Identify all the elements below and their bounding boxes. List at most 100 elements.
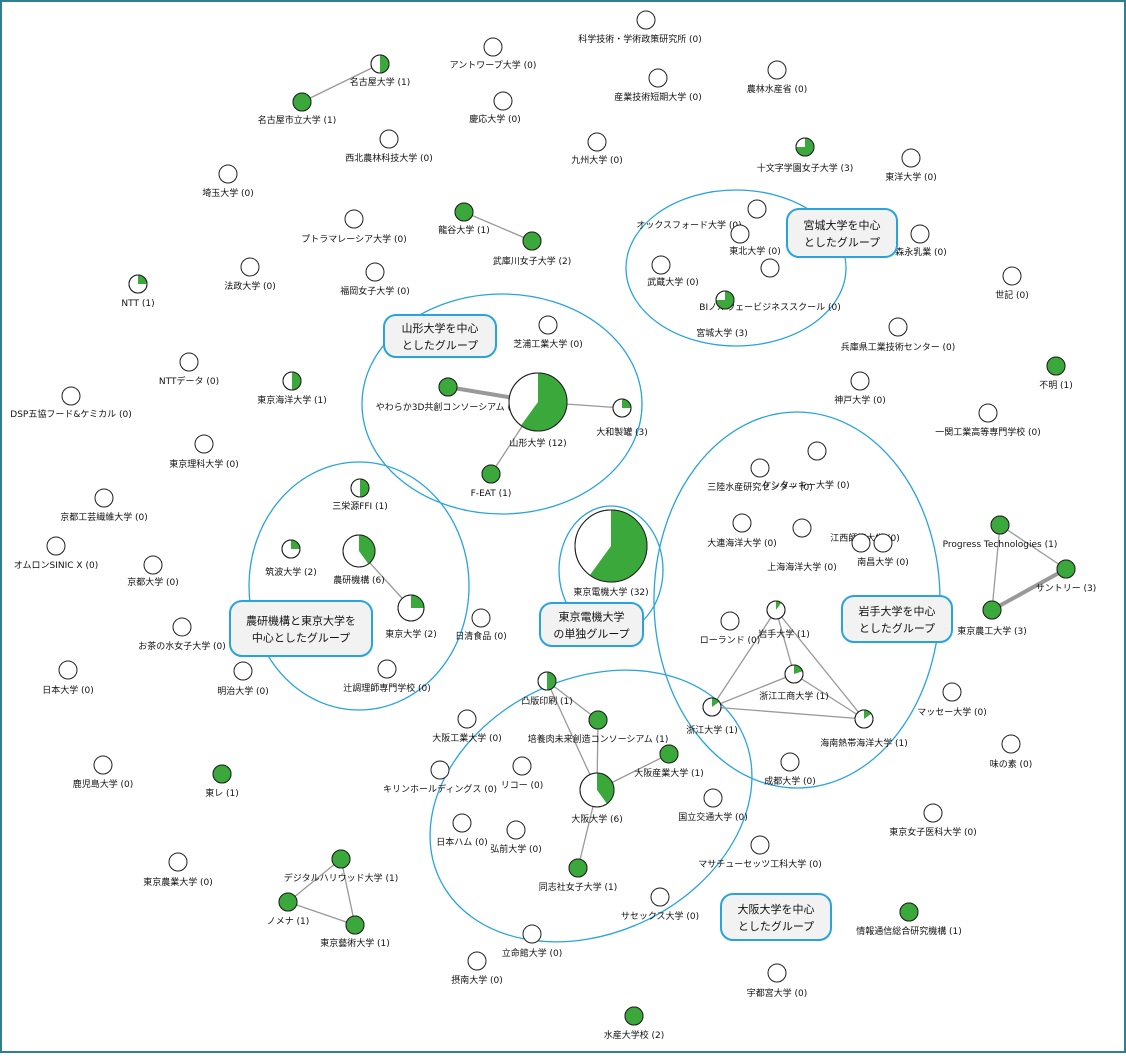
node-seiki[interactable]: 世記 (0) xyxy=(995,266,1029,301)
node-kentucky[interactable]: ケンタッキー大学 (0) xyxy=(762,441,850,491)
node-tsuji[interactable]: 辻調理師専門学校 (0) xyxy=(343,659,431,694)
node-hirosaki[interactable]: 弘前大学 (0) xyxy=(490,820,542,855)
node-kobe[interactable]: 神戸大学 (0) xyxy=(834,371,886,406)
node-ochanomizu[interactable]: お茶の水女子大学 (0) xyxy=(138,617,226,652)
node-setsunan[interactable]: 摂南大学 (0) xyxy=(451,951,503,986)
node-outline xyxy=(702,697,722,717)
node-omron[interactable]: オムロンSINIC X (0) xyxy=(14,536,98,571)
node-suntory[interactable]: サントリー (3) xyxy=(1036,559,1097,594)
node-saitama[interactable]: 埼玉大学 (0) xyxy=(202,164,254,199)
node-mit[interactable]: マサチューセッツ工科大学 (0) xyxy=(698,835,822,870)
node-kokuritsu[interactable]: 国立交通大学 (0) xyxy=(678,788,748,823)
node-kyoto[interactable]: 京都大学 (0) xyxy=(127,555,179,588)
node-sanriku[interactable]: 三陸水産研究センター (0) xyxy=(707,458,813,493)
node-nihon[interactable]: 日本大学 (0) xyxy=(42,660,94,696)
node-rika[interactable]: 東京理科大学 (0) xyxy=(169,434,239,470)
node-progress[interactable]: Progress Technologies (1) xyxy=(943,515,1058,550)
node-circle xyxy=(760,258,780,278)
node-nagoyashi[interactable]: 名古屋市立大学 (1) xyxy=(258,92,337,126)
node-roland[interactable]: ローランド (0) xyxy=(700,611,761,646)
node-yamagata[interactable]: 山形大学 (12) xyxy=(508,372,568,449)
node-feat[interactable]: F-EAT (1) xyxy=(471,464,512,499)
node-ricoh[interactable]: リコー (0) xyxy=(501,756,544,791)
node-ritsumei[interactable]: 立命館大学 (0) xyxy=(502,924,563,959)
node-osaka_kogyo[interactable]: 大阪工業大学 (0) xyxy=(432,709,502,744)
node-utsunomiya[interactable]: 宇都宮大学 (0) xyxy=(747,963,808,999)
node-dalian[interactable]: 大連海洋大学 (0) xyxy=(707,513,777,549)
node-kaiyo[interactable]: 東京海洋大学 (1) xyxy=(257,371,327,406)
node-tokyo[interactable]: 東京大学 (2) xyxy=(385,594,437,640)
node-keio[interactable]: 慶応大学 (0) xyxy=(469,91,521,125)
node-noken[interactable]: 農研機構 (6) xyxy=(333,534,385,586)
node-label: 西北農林科技大学 (0) xyxy=(345,152,433,164)
node-fukuoka[interactable]: 福岡女子大学 (0) xyxy=(340,262,410,297)
node-tohoku[interactable]: 東北大学 (0) xyxy=(729,224,781,257)
node-doshisha[interactable]: 同志社女子大学 (1) xyxy=(539,858,618,893)
node-morinaga[interactable]: 森永乳業 (0) xyxy=(895,224,947,258)
node-dsp[interactable]: DSP五協フード&ケミカル (0) xyxy=(10,386,132,420)
node-digital[interactable]: デジタルハリウッド大学 (1) xyxy=(284,849,398,884)
edge-digital-nomena xyxy=(287,858,342,903)
node-hosei[interactable]: 法政大学 (0) xyxy=(224,257,276,292)
node-yawaraka[interactable]: やわらか3D共創コンソーシアム (2) xyxy=(376,377,520,413)
node-yamato[interactable]: 大和製罐 (3) xyxy=(596,398,648,438)
node-toyo[interactable]: 東洋大学 (0) xyxy=(885,148,937,183)
node-antwerp[interactable]: アントワープ大学 (0) xyxy=(450,37,537,71)
node-noko[interactable]: 東京農工大学 (3) xyxy=(957,600,1027,637)
node-nanchang[interactable]: 南昌大学 (0) xyxy=(857,533,909,568)
node-joshi_ika[interactable]: 東京女子医科大学 (0) xyxy=(889,803,977,838)
node-tsukuba[interactable]: 筑波大学 (2) xyxy=(265,539,317,578)
node-outline xyxy=(795,137,815,157)
node-nippon_ham[interactable]: 日本ハム (0) xyxy=(436,813,488,848)
node-label: マサチューセッツ工科大学 (0) xyxy=(698,858,822,870)
node-hyogo[interactable]: 兵庫県工業技術センター (0) xyxy=(841,317,956,353)
node-ntt[interactable]: NTT (1) xyxy=(121,274,155,309)
node-oxford[interactable]: オックスフォード大学 (0) xyxy=(636,199,767,231)
node-kagaku[interactable]: 科学技術・学術政策研究所 (0) xyxy=(578,10,702,45)
node-nogyo[interactable]: 東京農業大学 (0) xyxy=(143,852,213,888)
node-sanei[interactable]: 三栄源FFI (1) xyxy=(332,478,388,512)
node-fumei[interactable]: 不明 (1) xyxy=(1039,356,1073,391)
node-nissin[interactable]: 日清食品 (0) xyxy=(455,608,507,642)
node-osaka_sangyo[interactable]: 大阪産業大学 (1) xyxy=(634,744,704,779)
node-seito[interactable]: 成都大学 (0) xyxy=(764,752,816,787)
node-label: 神戸大学 (0) xyxy=(834,394,886,406)
node-iwate[interactable]: 岩手大学 (1) xyxy=(758,600,810,640)
node-meiji[interactable]: 明治大学 (0) xyxy=(217,661,269,697)
node-baiyou[interactable]: 培養肉未来創造コンソーシアム (1) xyxy=(528,710,669,745)
node-putra[interactable]: プトラマレーシア大学 (0) xyxy=(301,209,407,245)
node-kyushu[interactable]: 九州大学 (0) xyxy=(571,132,623,166)
node-masse[interactable]: マッセー大学 (0) xyxy=(917,682,987,718)
node-toppan[interactable]: 凸版印刷 (1) xyxy=(521,671,573,707)
node-denki[interactable]: 東京電機大学 (32) xyxy=(573,509,649,598)
node-ichinoseki[interactable]: 一関工業高等専門学校 (0) xyxy=(935,403,1041,438)
node-jumonji[interactable]: 十文字学園女子大学 (3) xyxy=(757,137,854,174)
node-musashi[interactable]: 武蔵大学 (0) xyxy=(647,255,699,288)
node-kagoshima[interactable]: 鹿児島大学 (0) xyxy=(73,755,134,790)
node-nomena[interactable]: ノメナ (1) xyxy=(267,892,310,927)
node-shibaura[interactable]: 芝浦工業大学 (0) xyxy=(513,315,583,350)
node-shanghai[interactable]: 上海海洋大学 (0) xyxy=(767,533,871,573)
node-suisan[interactable]: 水産大学校 (2) xyxy=(604,1006,665,1041)
node-geijutsu[interactable]: 東京藝術大学 (1) xyxy=(320,915,390,949)
node-nttdata[interactable]: NTTデータ (0) xyxy=(159,352,219,387)
node-osaka[interactable]: 大阪大学 (6) xyxy=(571,772,623,825)
node-miyagi[interactable]: 宮城大学 (3) xyxy=(696,290,748,339)
node-kirin[interactable]: キリンホールディングス (0) xyxy=(383,760,497,795)
node-kyoto_kosen[interactable]: 京都工芸繊維大学 (0) xyxy=(60,488,148,523)
node-nict[interactable]: 情報通信総合研究機構 (1) xyxy=(856,902,962,937)
node-norin[interactable]: 農林水産省 (0) xyxy=(747,60,808,95)
node-nagoya[interactable]: 名古屋大学 (1) xyxy=(350,54,411,88)
node-seihoku[interactable]: 西北農林科技大学 (0) xyxy=(345,129,433,164)
node-sangyo[interactable]: 産業技術短期大学 (0) xyxy=(614,68,702,103)
node-toray[interactable]: 東レ (1) xyxy=(205,764,239,799)
node-ryukoku[interactable]: 龍谷大学 (1) xyxy=(438,202,490,236)
node-mukogawa[interactable]: 武庫川女子大学 (2) xyxy=(493,231,572,267)
node-zhejiang_gs[interactable]: 浙江工商大学 (1) xyxy=(759,664,829,702)
node-outline xyxy=(128,274,148,294)
node-ajinomoto[interactable]: 味の素 (0) xyxy=(990,734,1033,770)
node-zhejiang[interactable]: 浙江大学 (1) xyxy=(686,697,738,736)
node-sussex[interactable]: サセックス大学 (0) xyxy=(621,887,699,922)
node-hainan[interactable]: 海南熱帯海洋大学 (1) xyxy=(820,709,908,749)
node-norway[interactable]: BIノルウェービジネススクール (0) xyxy=(699,258,841,313)
